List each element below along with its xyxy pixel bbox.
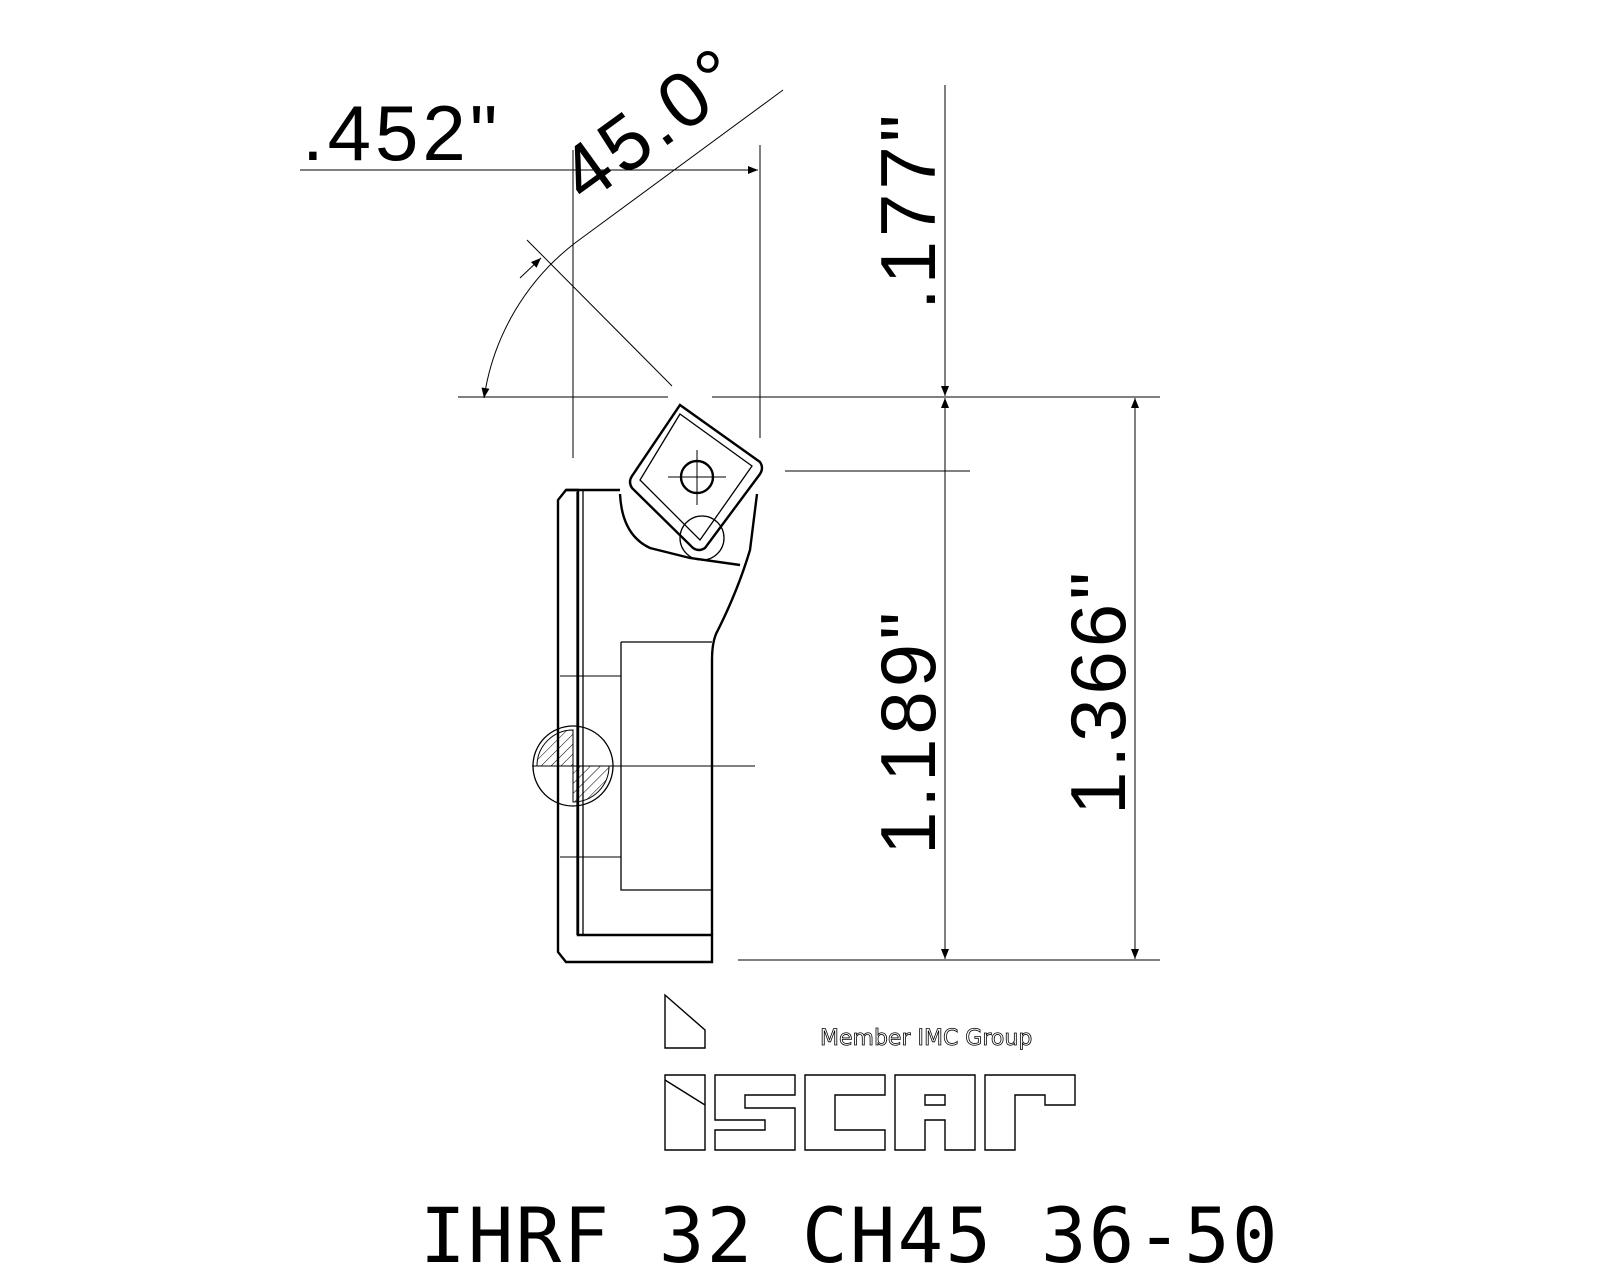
logo-letter-c: [804, 1074, 886, 1151]
logo-tagline: Member IMC Group: [820, 1026, 1032, 1051]
logo-letter-s: [714, 1074, 796, 1151]
offset-label: .177": [864, 111, 952, 311]
logo-letter-a: [894, 1074, 976, 1151]
pocket-outline: [620, 641, 712, 891]
insert-inner-outline: [639, 413, 753, 542]
angle-diagonal-line: [526, 239, 673, 387]
angle-arc-arrow: [519, 257, 542, 279]
clamp-screw-circle: [532, 725, 614, 807]
width-label: .452": [302, 89, 502, 177]
iscar-logo: Member IMC Group: [664, 993, 1076, 1151]
insert-height-dimension: 1.189": [738, 398, 1160, 961]
screw-hatch-lower: [572, 765, 610, 803]
width-dimension: .452": [300, 89, 761, 458]
insert-height-label: 1.189": [864, 608, 952, 855]
insert-outline: [628, 403, 764, 552]
angle-label: 45.0°: [543, 28, 759, 219]
angle-reference-line: [574, 89, 784, 244]
angle-dimension: 45.0°: [481, 28, 784, 399]
holder-neck-left: [618, 493, 741, 567]
offset-dimension: .177": [785, 85, 970, 472]
total-height-label: 1.366": [1054, 568, 1142, 815]
total-height-dimension: 1.366": [1054, 398, 1142, 959]
logo-letter-i: [664, 993, 706, 1049]
part-number: IHRF 32 CH45 36-50: [420, 1191, 1280, 1280]
angle-arc: [481, 242, 576, 399]
insert-seat-circle: [679, 515, 725, 561]
cutting-insert: [628, 403, 764, 552]
holder-neck-right: [710, 493, 759, 935]
logo-letter-r: [984, 1074, 1076, 1151]
screw-hatch-upper: [536, 729, 574, 767]
tool-holder: [532, 488, 759, 964]
holder-outline: [556, 488, 714, 964]
